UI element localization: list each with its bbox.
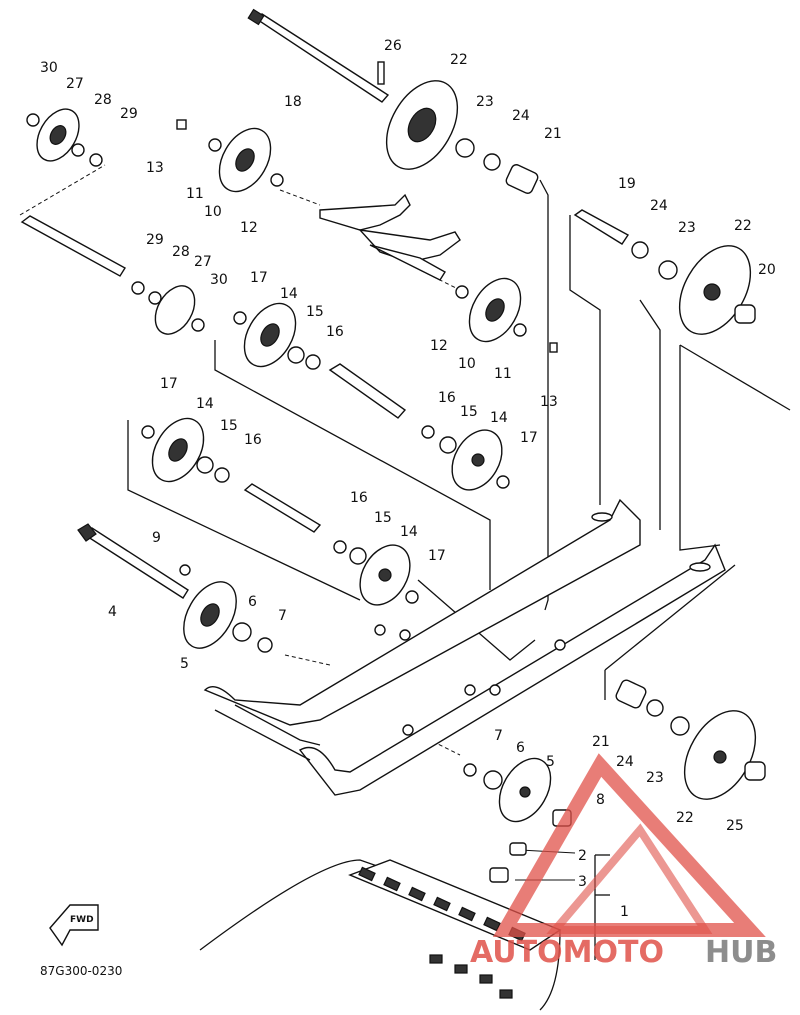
callout-16: 16 xyxy=(438,390,456,406)
watermark-logo: AUTOMOTO HUB xyxy=(470,753,777,970)
callout-5: 5 xyxy=(546,754,555,770)
callout-14: 14 xyxy=(280,286,298,302)
catalog-code: 87G300-0230 xyxy=(40,964,122,978)
callout-16: 16 xyxy=(350,490,368,506)
callout-30: 30 xyxy=(40,60,58,76)
callout-16: 16 xyxy=(326,324,344,340)
callout-22: 22 xyxy=(676,810,694,826)
callout-4: 4 xyxy=(108,604,117,620)
callout-15: 15 xyxy=(220,418,238,434)
leader-lines xyxy=(19,164,791,960)
small-parts xyxy=(26,61,766,883)
callout-25: 25 xyxy=(726,818,744,834)
callout-24: 24 xyxy=(650,198,668,214)
callout-29: 29 xyxy=(120,106,138,122)
forward-arrow-icon: FWD xyxy=(49,904,99,947)
callout-10: 10 xyxy=(458,356,476,372)
callout-14: 14 xyxy=(196,396,214,412)
callout-15: 15 xyxy=(460,404,478,420)
callout-17: 17 xyxy=(250,270,268,286)
callout-29: 29 xyxy=(146,232,164,248)
callout-23: 23 xyxy=(646,770,664,786)
callout-6: 6 xyxy=(248,594,257,610)
callout-6: 6 xyxy=(516,740,525,756)
svg-text:FWD: FWD xyxy=(70,915,94,925)
callout-7: 7 xyxy=(278,608,287,624)
callout-14: 14 xyxy=(400,524,418,540)
callout-15: 15 xyxy=(374,510,392,526)
callout-13: 13 xyxy=(540,394,558,410)
callout-1: 1 xyxy=(620,904,629,920)
callout-7: 7 xyxy=(494,728,503,744)
callout-14: 14 xyxy=(490,410,508,426)
callout-28: 28 xyxy=(94,92,112,108)
callout-27: 27 xyxy=(66,76,84,92)
callout-2: 2 xyxy=(578,848,587,864)
wheels xyxy=(36,80,757,823)
callout-23: 23 xyxy=(476,94,494,110)
callout-12: 12 xyxy=(430,338,448,354)
callout-24: 24 xyxy=(616,754,634,770)
callout-16: 16 xyxy=(244,432,262,448)
callout-21: 21 xyxy=(592,734,610,750)
watermark-text-2: HUB xyxy=(705,935,777,970)
callout-17: 17 xyxy=(160,376,178,392)
callout-23: 23 xyxy=(678,220,696,236)
callout-24: 24 xyxy=(512,108,530,124)
callout-15: 15 xyxy=(306,304,324,320)
callout-9: 9 xyxy=(152,530,161,546)
callout-19: 19 xyxy=(618,176,636,192)
callout-26: 26 xyxy=(384,38,402,54)
callout-22: 22 xyxy=(450,52,468,68)
callout-27: 27 xyxy=(194,254,212,270)
callout-17: 17 xyxy=(428,548,446,564)
callout-20: 20 xyxy=(758,262,776,278)
callout-17: 17 xyxy=(520,430,538,446)
callout-3: 3 xyxy=(578,874,587,890)
callout-12: 12 xyxy=(240,220,258,236)
callout-13: 13 xyxy=(146,160,164,176)
callout-11: 11 xyxy=(186,186,204,202)
callout-21: 21 xyxy=(544,126,562,142)
callout-5: 5 xyxy=(180,656,189,672)
callout-11: 11 xyxy=(494,366,512,382)
shafts xyxy=(20,8,630,599)
watermark-text-1: AUTOMOTO xyxy=(470,935,664,970)
callout-28: 28 xyxy=(172,244,190,260)
callout-22: 22 xyxy=(734,218,752,234)
callout-10: 10 xyxy=(204,204,222,220)
callout-30: 30 xyxy=(210,272,228,288)
callout-8: 8 xyxy=(596,792,605,808)
slide-rail-frame xyxy=(203,193,726,796)
callout-18: 18 xyxy=(284,94,302,110)
